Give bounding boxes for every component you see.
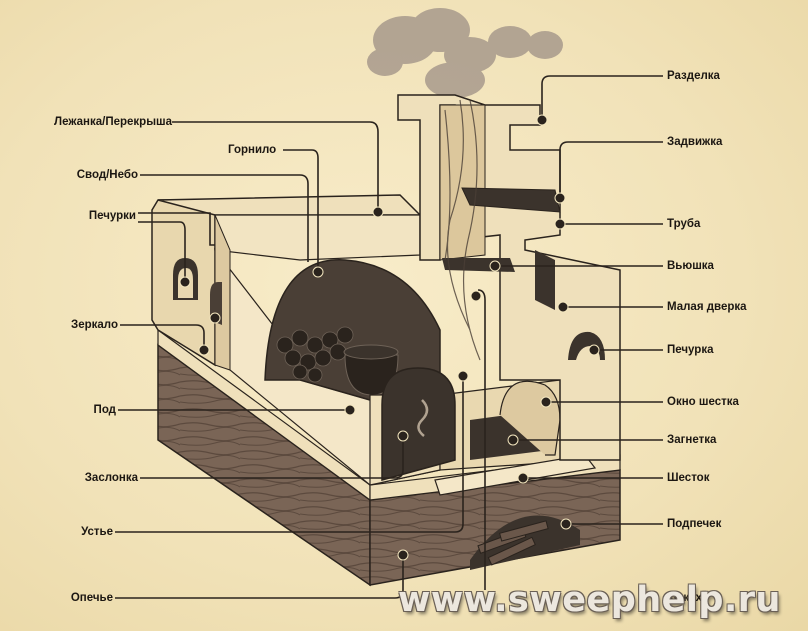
label-pod: Под xyxy=(93,404,116,416)
smoke-cloud xyxy=(367,8,563,98)
label-pechurka: Печурка xyxy=(667,344,714,356)
label-gornilo: Горнило xyxy=(228,144,277,156)
label-zerkalo: Зеркало xyxy=(71,319,118,331)
label-shestok: Шесток xyxy=(667,472,710,484)
label-zadvizhka: Задвижка xyxy=(667,136,723,148)
label-uste: Устье xyxy=(81,526,113,538)
podpechek-opening xyxy=(470,515,580,570)
label-okno-shestka: Окно шестка xyxy=(667,396,739,408)
label-zaslonka: Заслонка xyxy=(84,472,138,484)
label-lezhanka: Лежанка/Перекрыша xyxy=(54,116,172,128)
label-vyushka: Вьюшка xyxy=(667,260,714,272)
label-zagnetka: Загнетка xyxy=(667,434,717,446)
label-truba: Труба xyxy=(667,218,701,230)
chimney-truba xyxy=(397,94,621,461)
leader-dots xyxy=(179,114,600,561)
label-malaya-dverka: Малая дверка xyxy=(667,301,747,313)
label-podpechek: Подпечек xyxy=(667,518,722,530)
watermark: www.sweephelp.ru xyxy=(398,580,781,620)
label-razdelka: Разделка xyxy=(667,70,720,82)
leader-lines xyxy=(115,75,663,599)
label-kozhukh: Кожух xyxy=(667,592,702,604)
label-pechurki: Печурки xyxy=(88,210,136,222)
label-svod: Свод/Небо xyxy=(76,169,138,181)
label-opeche: Опечье xyxy=(70,592,113,604)
